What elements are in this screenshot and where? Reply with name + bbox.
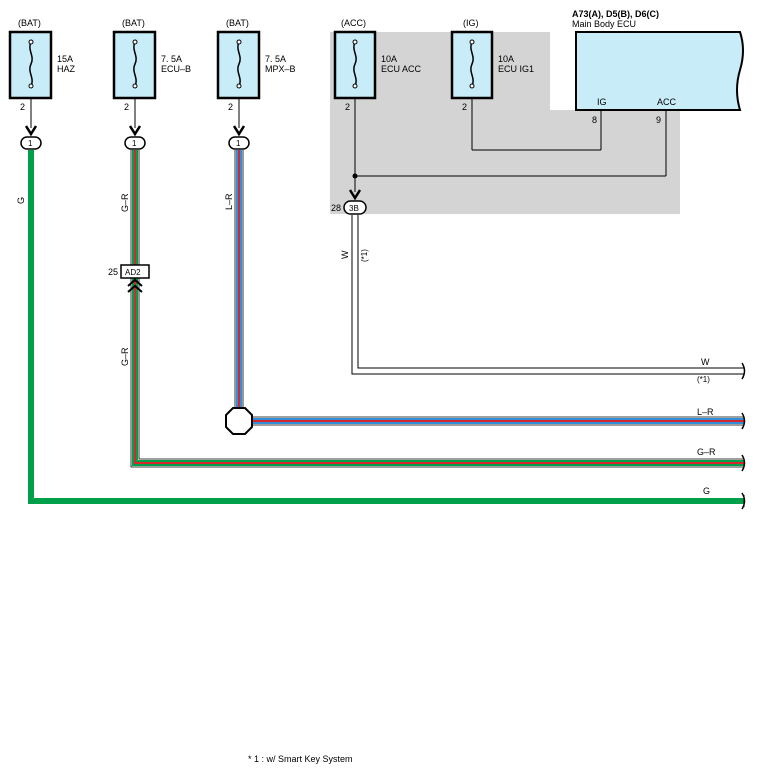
label-g-vertical: G [16,197,26,204]
ecu-title: A73(A), D5(B), D6(C) [572,9,659,19]
fuse-mpx-b-name: MPX–B [265,64,296,74]
fuse-ecu-b-source: (BAT) [122,18,145,28]
connector-mpx-b [228,136,250,150]
label-w-note-right: (*1) [697,375,710,384]
fuse-ecu-b: (BAT) 7. 5A ECU–B 2 [112,18,191,112]
fuse-mpx-b-source: (BAT) [226,18,249,28]
fuse-mpx-b-pin: 2 [228,102,233,112]
wire-w [351,215,744,375]
label-g-right: G [703,486,710,496]
fuse-ecu-ig1-pin: 2 [462,102,467,112]
connector-haz [20,136,42,150]
footnote: * 1 : w/ Smart Key System [248,754,353,764]
label-gr-vertical-upper: G–R [120,193,130,212]
wire-g [28,150,744,504]
label-w-vertical: W [340,250,350,259]
connector-haz-label: 1 [28,139,33,148]
label-gr-right: G–R [697,447,716,457]
fuse-ecu-ig1: (IG) 10A ECU IG1 2 [450,18,534,112]
label-lr-right: L–R [697,407,714,417]
junction-ad2 [120,264,150,279]
connector-3b-pin: 28 [331,203,341,213]
wire-gr-outline [130,150,744,468]
wire-end-g-icon [741,492,746,510]
fuse-haz-pin: 2 [20,102,25,112]
ecu-pin-acc-number: 9 [656,115,661,125]
fuse-ecu-acc-name: ECU ACC [381,64,422,74]
fuse-ecu-ig1-name: ECU IG1 [498,64,534,74]
label-lr-vertical: L–R [224,193,234,210]
connector-ecu-b-label: 1 [132,139,137,148]
fuse-ecu-acc-pin: 2 [345,102,350,112]
chevron-3b-icon [348,189,362,201]
fuse-ecu-acc-rating: 10A [381,54,397,64]
chevron-ecu-b-icon [128,125,142,137]
junction-ad2-label: AD2 [125,268,141,277]
connector-ecu-b [124,136,146,150]
fuse-ecu-b-rating: 7. 5A [161,54,182,64]
fuse-mpx-b: (BAT) 7. 5A MPX–B 2 [216,18,296,112]
connector-3b-label: 3B [349,204,359,213]
fuse-haz: (BAT) 15A HAZ 2 [8,18,76,112]
wire-end-gr-icon [741,454,746,472]
fuse-haz-rating: 15A [57,54,73,64]
splice-point [352,173,358,179]
main-body-ecu-box [575,31,744,111]
fuse-mpx-b-rating: 7. 5A [265,54,286,64]
fuse-ecu-ig1-source: (IG) [463,18,479,28]
shaded-area [330,32,680,214]
ecu-subtitle: Main Body ECU [572,19,636,29]
wire-lr-outline [234,150,744,426]
wire-end-w-icon [741,362,746,380]
label-gr-vertical-lower: G–R [120,347,130,366]
ecu-pin-ig-number: 8 [592,115,597,125]
ecu-pin-ig-label: IG [597,97,607,107]
fuse-ecu-b-name: ECU–B [161,64,191,74]
splice-octagon-icon [225,407,253,435]
fuse-ecu-acc: (ACC) 10A ECU ACC 2 [333,18,422,112]
junction-ad2-pin: 25 [108,267,118,277]
ecu-pin-acc-label: ACC [657,97,677,107]
fuse-ecu-acc-source: (ACC) [341,18,366,28]
connector-mpx-b-label: 1 [236,139,241,148]
label-w-right: W [701,357,710,367]
fuse-ecu-b-pin: 2 [124,102,129,112]
wire-gr-stripe [134,150,744,464]
fuse-ecu-ig1-rating: 10A [498,54,514,64]
connector-3b [343,200,367,215]
junction-ad2-arrow-icon [127,278,143,293]
fuse-haz-source: (BAT) [18,18,41,28]
chevron-mpx-b-icon [232,125,246,137]
chevron-haz-icon [24,125,38,137]
label-w-note-vertical: (*1) [360,249,369,262]
fuse-haz-name: HAZ [57,64,76,74]
wire-end-lr-icon [741,412,746,430]
